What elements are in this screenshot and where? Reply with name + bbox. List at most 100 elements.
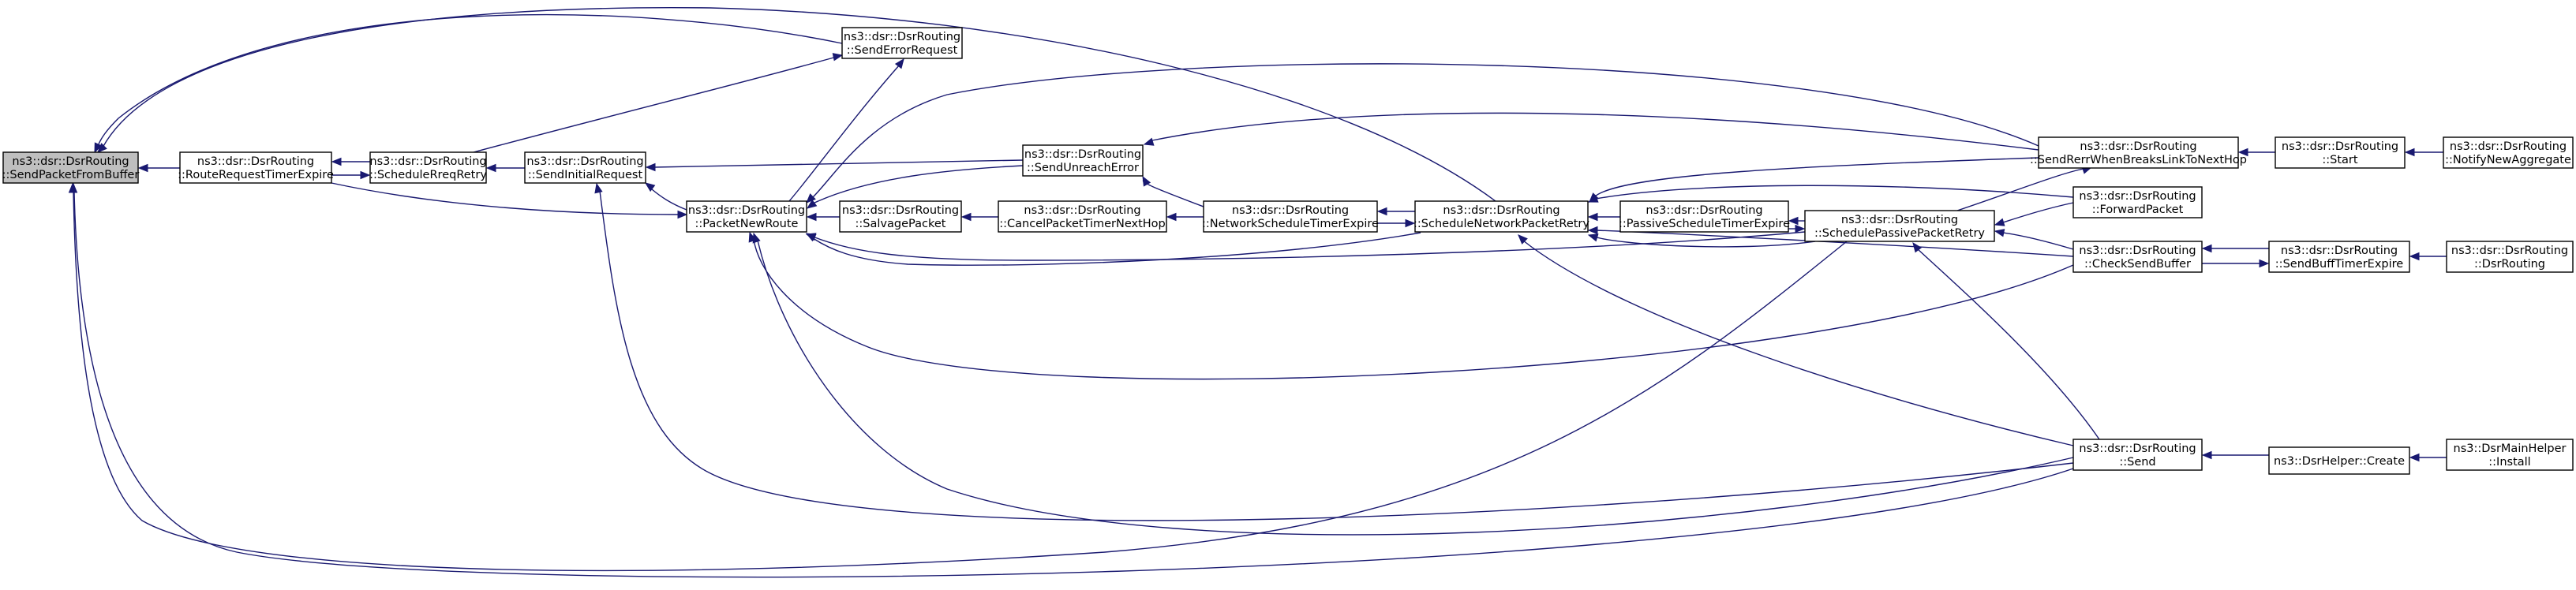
node-sir[interactable]: ns3::dsr::DsrRouting::SendInitialRequest <box>524 151 646 184</box>
node-box <box>998 200 1167 233</box>
edge-send-to-pnr <box>757 240 2074 536</box>
arrowhead-csb-to-sppr <box>1994 229 2005 237</box>
node-box <box>2268 241 2410 273</box>
node-box <box>1203 200 1378 233</box>
node-label: ::PassiveScheduleTimerExpire <box>1619 218 1790 230</box>
node-label: ns3::DsrHelper::Create <box>2274 455 2405 468</box>
arrowhead-send-to-snpr <box>1518 234 1528 245</box>
node-pste[interactable]: ns3::dsr::DsrRouting::PassiveScheduleTim… <box>1619 200 1790 233</box>
node-label: ::Send <box>2119 456 2155 469</box>
node-box <box>1022 144 1144 177</box>
node-label: ::NotifyNewAggregate <box>2445 154 2571 166</box>
node-box <box>1414 200 1589 233</box>
node-minstall[interactable]: ns3::DsrMainHelper::Install <box>2446 439 2574 471</box>
node-box <box>2038 136 2239 169</box>
node-label: ns3::dsr::DsrRouting <box>2079 190 2196 203</box>
arrowhead-rrte-to-pnr <box>677 210 688 219</box>
node-label: ::RouteRequestTimerExpire <box>178 169 334 181</box>
arrowhead-pnr-to-sir <box>644 182 656 192</box>
arrowhead-fp-to-sppr <box>1994 218 2005 226</box>
node-box <box>2 151 139 184</box>
node-label: ns3::dsr::DsrRouting <box>2079 442 2196 455</box>
node-pnr[interactable]: ns3::dsr::DsrRouting::PacketNewRoute <box>686 200 807 233</box>
node-label: ns3::dsr::DsrRouting <box>1443 204 1559 217</box>
node-ser[interactable]: ns3::dsr::DsrRouting::SendErrorRequest <box>841 27 963 59</box>
arrowhead-minstall-to-hcreate <box>2409 453 2420 462</box>
node-start[interactable]: ns3::dsr::DsrRouting::Start <box>2275 136 2406 169</box>
node-dsrr[interactable]: ns3::dsr::DsrRouting::DsrRouting <box>2446 241 2574 273</box>
arrowhead-nste-to-sue <box>1142 175 1151 187</box>
arrowhead-sppr-to-root <box>68 182 77 193</box>
node-box <box>1619 200 1789 233</box>
edge-srwb-to-pnr <box>812 63 2039 198</box>
arrowhead-rrte-to-root <box>137 163 148 173</box>
node-rrte[interactable]: ns3::dsr::DsrRouting::RouteRequestTimerE… <box>178 151 334 184</box>
arrowhead-snpr-to-root <box>97 143 107 153</box>
arrowhead-srr-to-rrte <box>331 157 342 166</box>
node-label: ::SalvagePacket <box>856 218 946 230</box>
node-box <box>2072 439 2203 471</box>
node-label: ns3::dsr::DsrRouting <box>842 204 959 217</box>
node-label: ns3::dsr::DsrRouting <box>12 155 129 168</box>
node-srwb[interactable]: ns3::dsr::DsrRouting::SendRerrWhenBreaks… <box>2030 136 2247 169</box>
arrowhead-srwb-to-sue <box>1143 137 1155 146</box>
node-label: ns3::dsr::DsrRouting <box>2451 245 2568 257</box>
node-sbte[interactable]: ns3::dsr::DsrRouting::SendBuffTimerExpir… <box>2268 241 2410 273</box>
edge-fp-to-sppr <box>2002 202 2074 223</box>
edge-pnr-to-ser <box>788 64 900 202</box>
node-sue[interactable]: ns3::dsr::DsrRouting::SendUnreachError <box>1022 144 1144 177</box>
node-label: ::ScheduleNetworkPacketRetry <box>1413 218 1589 230</box>
edge-sppr-to-snpr <box>1593 236 1816 248</box>
node-cptn[interactable]: ns3::dsr::DsrRouting::CancelPacketTimerN… <box>998 200 1167 233</box>
node-label: ::SendPacketFromBuffer <box>2 169 140 181</box>
edge-pnr-to-sir <box>651 189 687 211</box>
node-srr[interactable]: ns3::dsr::DsrRouting::ScheduleRreqRetry <box>369 151 487 184</box>
node-nna[interactable]: ns3::dsr::DsrRouting::NotifyNewAggregate <box>2443 136 2574 169</box>
edge-sppr-to-root <box>73 191 1848 572</box>
node-label: ::Install <box>2488 456 2530 469</box>
node-label: ::CancelPacketTimerNextHop <box>999 218 1166 230</box>
node-box <box>369 151 487 184</box>
node-label: ns3::DsrMainHelper <box>2454 442 2567 455</box>
node-label: ns3::dsr::DsrRouting <box>688 204 805 217</box>
node-label: ::SendBuffTimerExpire <box>2275 258 2403 271</box>
edge-snpr-to-root <box>102 7 1496 202</box>
arrowhead-send-to-sir <box>594 182 603 194</box>
arrowhead-dsrr-to-sbte <box>2409 252 2420 261</box>
arrowhead-sir-to-srr <box>485 163 496 173</box>
node-hcreate[interactable]: ns3::DsrHelper::Create <box>2268 446 2410 475</box>
arrowhead-sppr-to-snpr <box>1587 233 1599 242</box>
node-root[interactable]: ns3::dsr::DsrRouting::SendPacketFromBuff… <box>2 151 140 184</box>
edge-csb-to-pnr <box>753 238 2074 380</box>
node-box <box>2268 446 2410 475</box>
arrowhead-fp-to-snpr <box>1587 194 1599 203</box>
node-label: ::CheckSendBuffer <box>2084 258 2191 271</box>
arrowhead-nste-to-cptn <box>1166 212 1177 222</box>
arrowhead-nste-to-snpr <box>1405 218 1416 228</box>
edge-snpr-to-pnr <box>812 232 1421 266</box>
node-sp[interactable]: ns3::dsr::DsrRouting::SalvagePacket <box>839 200 962 233</box>
node-csb[interactable]: ns3::dsr::DsrRouting::CheckSendBuffer <box>2072 241 2203 273</box>
node-sppr[interactable]: ns3::dsr::DsrRouting::SchedulePassivePac… <box>1804 210 1995 242</box>
node-nste[interactable]: ns3::dsr::DsrRouting::NetworkScheduleTim… <box>1202 200 1379 233</box>
node-label: ns3::dsr::DsrRouting <box>844 31 960 43</box>
node-label: ns3::dsr::DsrRouting <box>2450 140 2567 153</box>
node-label: ::Start <box>2322 154 2358 166</box>
node-snpr[interactable]: ns3::dsr::DsrRouting::ScheduleNetworkPac… <box>1413 200 1589 233</box>
node-label: ::NetworkScheduleTimerExpire <box>1202 218 1379 230</box>
edge-sppr-to-pnr <box>812 231 1806 261</box>
arrowhead-nna-to-start <box>2404 148 2415 157</box>
arrowhead-sppr-to-pste <box>1788 216 1799 226</box>
node-label: ns3::dsr::DsrRouting <box>1841 214 1958 226</box>
node-label: ::ForwardPacket <box>2092 204 2184 216</box>
arrowhead-csb-to-snpr <box>1587 226 1598 235</box>
node-fp[interactable]: ns3::dsr::DsrRouting::ForwardPacket <box>2072 186 2203 218</box>
edge-send-to-snpr <box>1522 240 2074 446</box>
node-send[interactable]: ns3::dsr::DsrRouting::Send <box>2072 439 2203 471</box>
node-label: ::PacketNewRoute <box>695 218 799 230</box>
node-box <box>524 151 646 184</box>
edge-sppr-to-srwb <box>1956 168 2084 211</box>
node-label: ns3::dsr::DsrRouting <box>2080 140 2196 153</box>
arrowhead-snpr-to-nste <box>1376 207 1387 216</box>
